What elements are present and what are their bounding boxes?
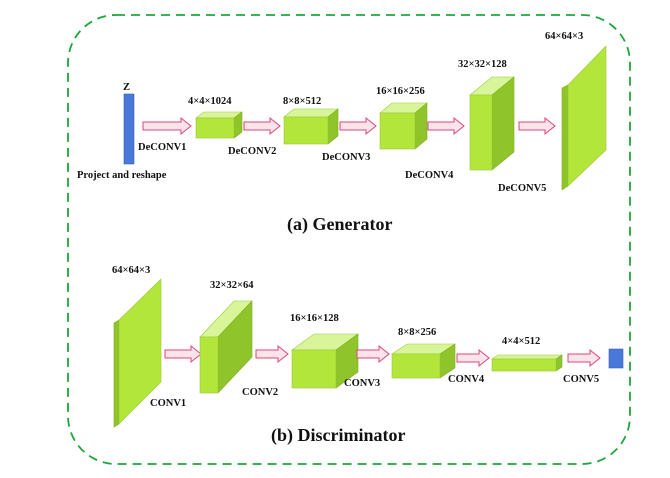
disc-block-label-1: 64×64×3 [112, 265, 151, 276]
disc-cube-3 [391, 343, 456, 379]
disc-op-label-2: CONV2 [242, 387, 279, 398]
gen-block-label-2: 8×8×512 [283, 96, 322, 107]
disc-cube-1 [199, 300, 253, 394]
disc-block-label-4: 8×8×256 [398, 327, 437, 338]
disc-arrow-2 [255, 344, 289, 364]
gen-op-label-3: DeCONV3 [322, 152, 371, 163]
gen-op-label-4: DeCONV4 [405, 170, 454, 181]
gen-block-label-1: 4×4×1024 [188, 96, 232, 107]
disc-arrow-1 [164, 344, 202, 364]
gen-block-label-5: 64×64×3 [545, 31, 584, 42]
disc-arrow-4 [456, 348, 490, 368]
gen-cube-4 [469, 76, 515, 171]
disc-op-label-5: CONV5 [563, 374, 600, 385]
disc-arrow-5 [567, 348, 601, 368]
gen-arrow-5 [518, 116, 556, 136]
gen-arrow-4 [427, 116, 465, 136]
gen-arrow-1 [142, 116, 192, 136]
gen-op-label-1: DeCONV1 [138, 142, 187, 153]
disc-arrow-3 [356, 344, 390, 364]
gen-op-label-5: DeCONV5 [498, 183, 547, 194]
discriminator-title: (b) Discriminator [271, 425, 406, 445]
gen-cube-2 [283, 108, 339, 145]
gen-arrow-2 [243, 116, 281, 136]
dashed-frame [67, 14, 631, 465]
gen-output-slab [561, 45, 607, 191]
disc-cube-4 [491, 354, 563, 372]
gen-op-label-2: DeCONV2 [228, 146, 277, 157]
disc-input-slab [113, 278, 162, 428]
z-label: Z [123, 82, 131, 93]
generator-title: (a) Generator [287, 214, 393, 234]
gen-block-label-3: 16×16×256 [376, 86, 425, 97]
disc-block-label-5: 4×4×512 [502, 336, 541, 347]
disc-op-label-1: CONV1 [150, 398, 187, 409]
gen-arrow-3 [339, 116, 377, 136]
disc-op-label-3: CONV3 [344, 378, 381, 389]
disc-block-label-2: 32×32×64 [210, 280, 254, 291]
disc-output-vector [608, 348, 624, 369]
project-reshape-label: Project and reshape [77, 170, 167, 181]
disc-op-label-4: CONV4 [448, 374, 485, 385]
gen-cube-1 [195, 111, 243, 139]
gen-cube-3 [379, 102, 428, 150]
disc-block-label-3: 16×16×128 [290, 313, 339, 324]
gen-block-label-4: 32×32×128 [458, 59, 507, 70]
z-vector [123, 93, 135, 165]
disc-cube-2 [291, 333, 359, 389]
